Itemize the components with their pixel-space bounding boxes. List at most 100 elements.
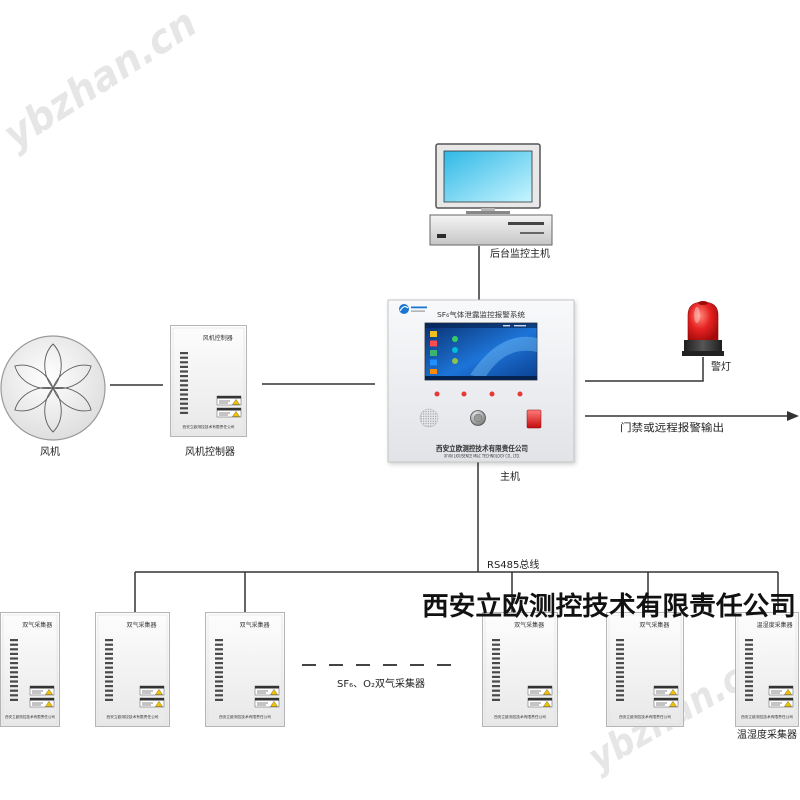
indicator-led — [616, 652, 624, 655]
indicator-led — [180, 370, 188, 373]
alarm-light-base — [684, 340, 722, 352]
status-indicator-row — [434, 391, 523, 397]
panel-inner-border — [207, 614, 283, 725]
warning-label — [527, 697, 553, 708]
indicator-led — [616, 675, 624, 678]
panel-company-name: 西安立欧测控技术有限责任公司 — [494, 714, 546, 719]
main-unit-company-en: XI'AN LIOUSENCE M&C TECHNOLOGY CO., LTD. — [444, 454, 520, 459]
indicator-led — [215, 666, 223, 669]
company-banner: 西安立欧测控技术有限责任公司 — [422, 591, 796, 622]
indicator-led — [215, 657, 223, 660]
indicator-led — [745, 666, 753, 669]
alarm-light-dome — [687, 301, 719, 342]
warning-label-line — [219, 402, 228, 404]
monitor-screen — [443, 150, 533, 203]
indicator-led — [105, 680, 113, 683]
indicator-led — [180, 352, 188, 355]
indicator-led-column — [616, 639, 624, 701]
indicator-led-3 — [489, 391, 495, 397]
indicator-led — [616, 685, 624, 688]
logo-mark — [399, 304, 409, 314]
device-panels: 风机控制器西安立欧测控技术有限责任公司双气采集器西安立欧测控技术有限责任公司双气… — [0, 325, 799, 727]
indicator-led — [745, 689, 753, 692]
indicator-led — [10, 666, 18, 669]
indicator-led — [616, 639, 624, 642]
indicator-led — [180, 379, 188, 382]
power-button-icon — [437, 234, 446, 238]
indicator-led-column — [10, 639, 18, 701]
warning-triangle-icon — [543, 689, 551, 695]
indicator-led — [105, 662, 113, 665]
indicator-led — [492, 652, 500, 655]
warning-label-header — [769, 686, 793, 689]
indicator-led — [105, 675, 113, 678]
warning-label-line — [656, 690, 667, 692]
warning-label-line — [32, 704, 41, 706]
indicator-led — [105, 652, 113, 655]
warning-label-line — [32, 690, 43, 692]
indicator-led — [616, 671, 624, 674]
warning-label-line — [771, 692, 780, 694]
indicator-led — [745, 694, 753, 697]
warning-label — [653, 697, 679, 708]
app-icon-4 — [430, 359, 437, 366]
indicator-led — [180, 361, 188, 364]
main-unit-panel-title: SF₆气体泄露监控报警系统 — [437, 310, 525, 319]
warning-label-header — [769, 698, 793, 701]
warning-triangle-icon — [155, 701, 163, 707]
warning-label-line — [656, 704, 665, 706]
warning-label-line — [142, 690, 153, 692]
indicator-led — [180, 411, 188, 414]
alarm-light-label: 警灯 — [711, 360, 731, 373]
warning-label-line — [771, 702, 782, 704]
indicator-led — [616, 666, 624, 669]
warning-label — [29, 697, 55, 708]
indicator-led — [10, 652, 18, 655]
indicator-led — [745, 648, 753, 651]
company-logo-icon — [399, 304, 427, 314]
indicator-led — [745, 652, 753, 655]
speaker-icon — [419, 408, 439, 428]
alarm-light-foot — [682, 351, 724, 356]
indicator-led — [10, 680, 18, 683]
panel-company-name: 西安立欧测控技术有限责任公司 — [741, 714, 793, 719]
logo-wordmark — [411, 306, 427, 309]
indicator-led — [215, 643, 223, 646]
warning-label-line — [257, 692, 266, 694]
panel-label: 温湿度采集器 — [757, 621, 793, 629]
main-to-alarm-light-line — [585, 357, 704, 382]
fan-blade — [44, 387, 62, 433]
panel-inner-border — [172, 327, 245, 435]
panel-frame — [205, 612, 285, 727]
warning-label-line — [142, 692, 151, 694]
indicator-led — [492, 662, 500, 665]
warning-label-header — [528, 698, 552, 701]
warning-label-header — [654, 698, 678, 701]
warning-label-line — [142, 702, 153, 704]
warning-label — [29, 685, 55, 696]
warning-label — [527, 685, 553, 696]
indicator-led — [215, 680, 223, 683]
indicator-led — [10, 675, 18, 678]
panel-frame — [0, 612, 60, 727]
app-icon-1 — [430, 331, 437, 337]
indicator-led — [745, 680, 753, 683]
warning-label-line — [219, 414, 228, 416]
warning-triangle-icon — [669, 701, 677, 707]
red-alarm-button-icon — [526, 409, 542, 429]
warning-triangle-icon — [270, 689, 278, 695]
indicator-led — [492, 657, 500, 660]
warning-label-header — [30, 698, 54, 701]
indicator-led-column — [492, 639, 500, 701]
warning-label-line — [32, 692, 41, 694]
panel-inner-border — [2, 614, 58, 725]
panel-label: 双气采集器 — [126, 621, 156, 629]
indicator-led — [180, 356, 188, 359]
indicator-led — [215, 671, 223, 674]
indicator-led — [105, 666, 113, 669]
panel-frame — [606, 612, 684, 727]
warning-label — [768, 697, 794, 708]
warning-label-header — [217, 396, 241, 399]
